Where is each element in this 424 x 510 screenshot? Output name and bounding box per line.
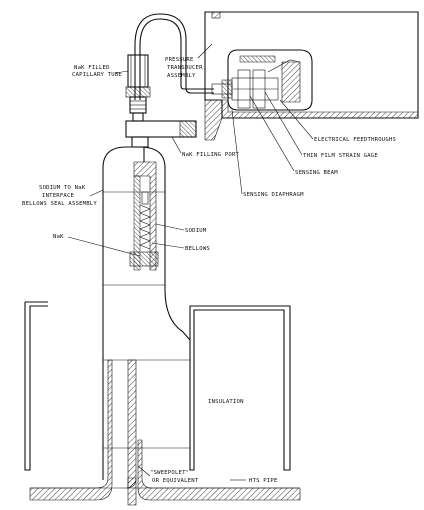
label-sensing-beam: SENSING BEAM	[295, 170, 338, 176]
label-interface-3: BELLOWS SEAL ASSEMBLY	[22, 201, 97, 207]
transducer-housing	[204, 11, 419, 141]
label-transducer-2: TRANSDUCER	[167, 65, 203, 71]
label-interface-1: SODIUM TO NaK	[39, 185, 86, 191]
label-sweepolet-2: OR EQUIVALENT	[152, 478, 199, 484]
label-transducer-1: PRESSURE	[165, 57, 194, 63]
insulation-outline	[24, 301, 291, 471]
capillary-tube	[125, 13, 214, 122]
transducer-internals	[211, 49, 313, 111]
pipe-and-sweepolet	[29, 359, 301, 506]
label-hts-pipe: HTS PIPE	[249, 478, 278, 484]
label-nak-capillary-1: NaK FILLED	[74, 65, 110, 71]
label-sensing-diaphragm: SENSING DIAPHRAGM	[243, 192, 304, 198]
label-nak: NaK	[53, 234, 64, 240]
label-nak-capillary-2: CAPILLARY TUBE	[72, 72, 122, 78]
label-insulation: INSULATION	[208, 399, 244, 405]
label-interface-2: INTERFACE	[42, 193, 75, 199]
label-thin-film-strain-gage: THIN FILM STRAIN GAGE	[303, 153, 378, 159]
label-bellows: BELLOWS	[185, 246, 210, 252]
label-sodium: SODIUM	[185, 228, 207, 234]
bellows-seal-assembly	[102, 146, 191, 480]
label-sweepolet-1: "SWEEPOLET"	[150, 470, 189, 476]
label-electrical-feedthroughs: ELECTRICAL FEEDTHROUGHS	[314, 137, 396, 143]
labels: NaK FILLED CAPILLARY TUBE PRESSURE TRANS…	[22, 43, 396, 484]
label-nak-filling-port: NaK FILLING PORT	[182, 152, 240, 158]
nak-filling-port	[125, 120, 197, 148]
label-transducer-3: ASSEMBLY	[167, 73, 196, 79]
